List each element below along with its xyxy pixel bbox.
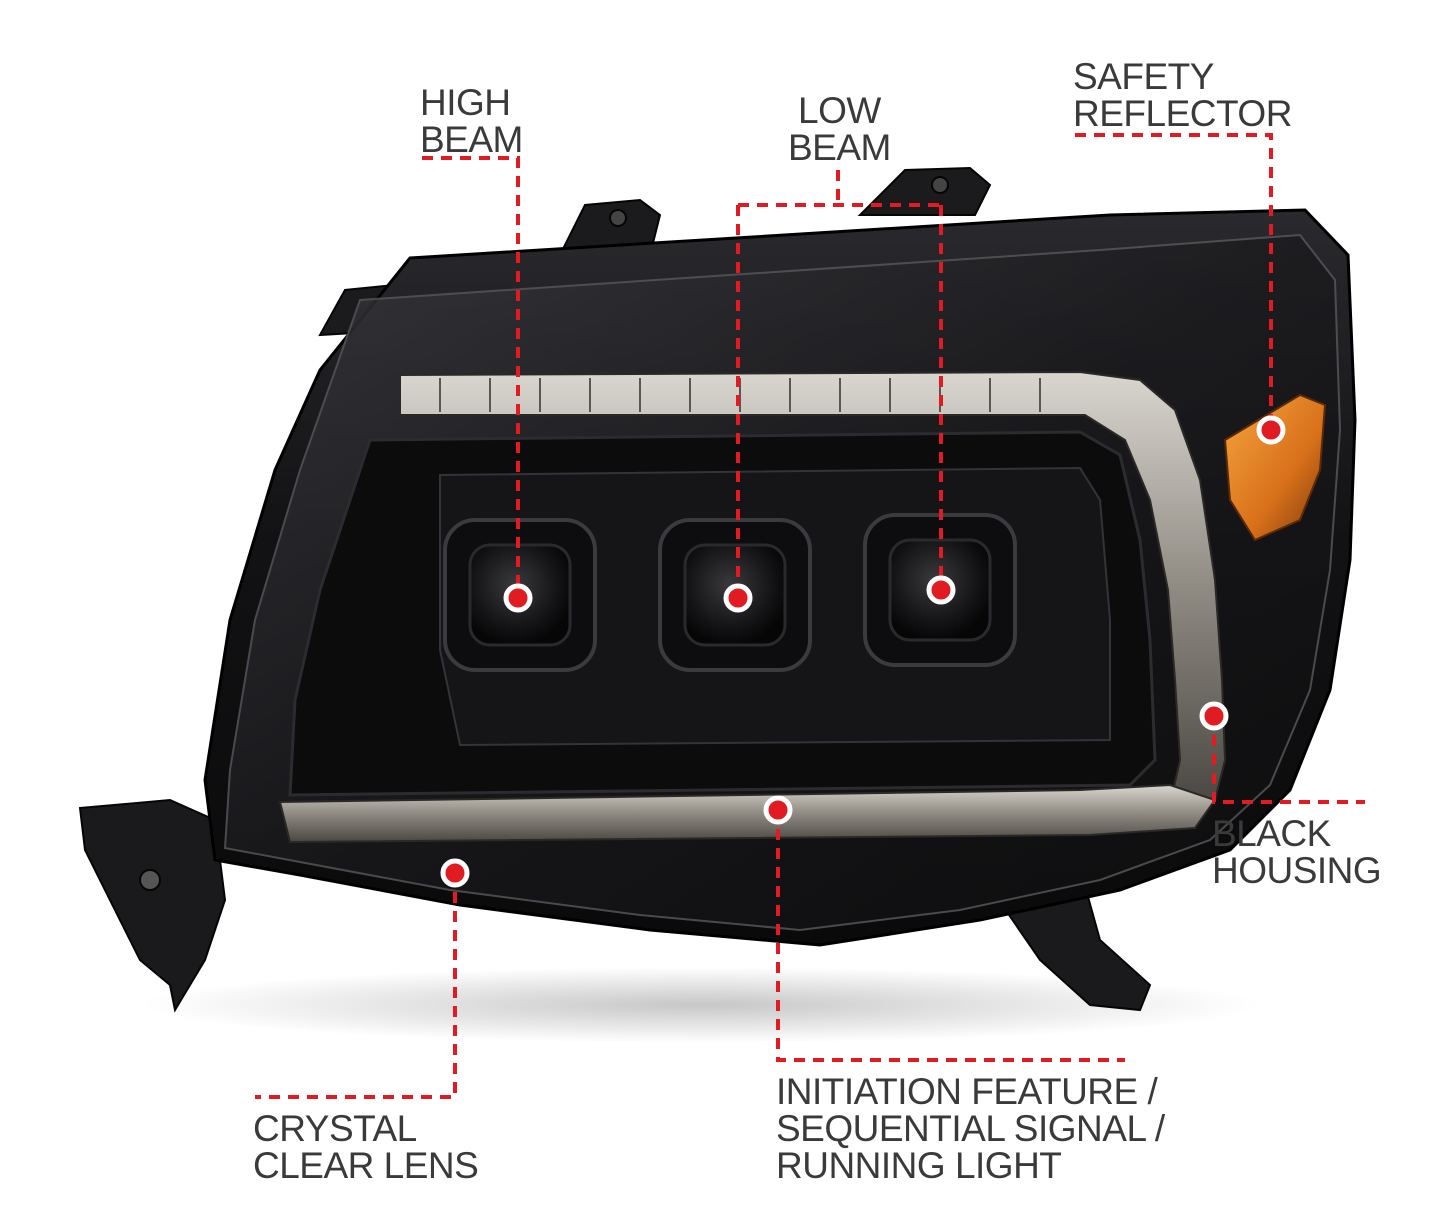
crystal-clear-lens-label-line-2: CLEAR LENS [253, 1145, 479, 1186]
high-beam-label: HIGH BEAM [420, 84, 523, 158]
black-housing-label-line-1: BLACK [1212, 813, 1331, 854]
low-beam-label-line-2: BEAM [788, 127, 891, 168]
initiation-feature-label: INITIATION FEATURE / SEQUENTIAL SIGNAL /… [776, 1073, 1165, 1184]
black-housing-label-line-2: HOUSING [1212, 850, 1382, 891]
low-beam-label: LOW BEAM [788, 92, 891, 166]
initiation-feature-label-line-1: INITIATION FEATURE / [776, 1071, 1158, 1112]
callout-leaders [255, 133, 1365, 1099]
black-housing-label: BLACK HOUSING [1212, 813, 1382, 891]
safety-reflector-label: SAFETY REFLECTOR [1073, 58, 1292, 132]
low-beam-label-line-1: LOW [798, 90, 881, 131]
ground-shadow [140, 967, 1260, 1043]
lower-led-strip [278, 783, 1217, 844]
left-bracket [78, 798, 227, 1013]
initiation-feature-label-line-2: SEQUENTIAL SIGNAL / [776, 1108, 1165, 1149]
crystal-clear-lens-label: CRYSTAL CLEAR LENS [253, 1108, 479, 1186]
safety-reflector-label-line-2: REFLECTOR [1073, 93, 1292, 134]
initiation-feature-label-line-3: RUNNING LIGHT [776, 1145, 1062, 1186]
crystal-clear-lens-label-line-1: CRYSTAL [253, 1108, 417, 1149]
safety-reflector-label-line-1: SAFETY [1073, 56, 1214, 97]
amber-safety-reflector [1223, 393, 1327, 542]
high-beam-label-line-1: HIGH [420, 82, 511, 123]
callout-dots [440, 415, 1286, 888]
high-beam-label-line-2: BEAM [420, 119, 523, 160]
